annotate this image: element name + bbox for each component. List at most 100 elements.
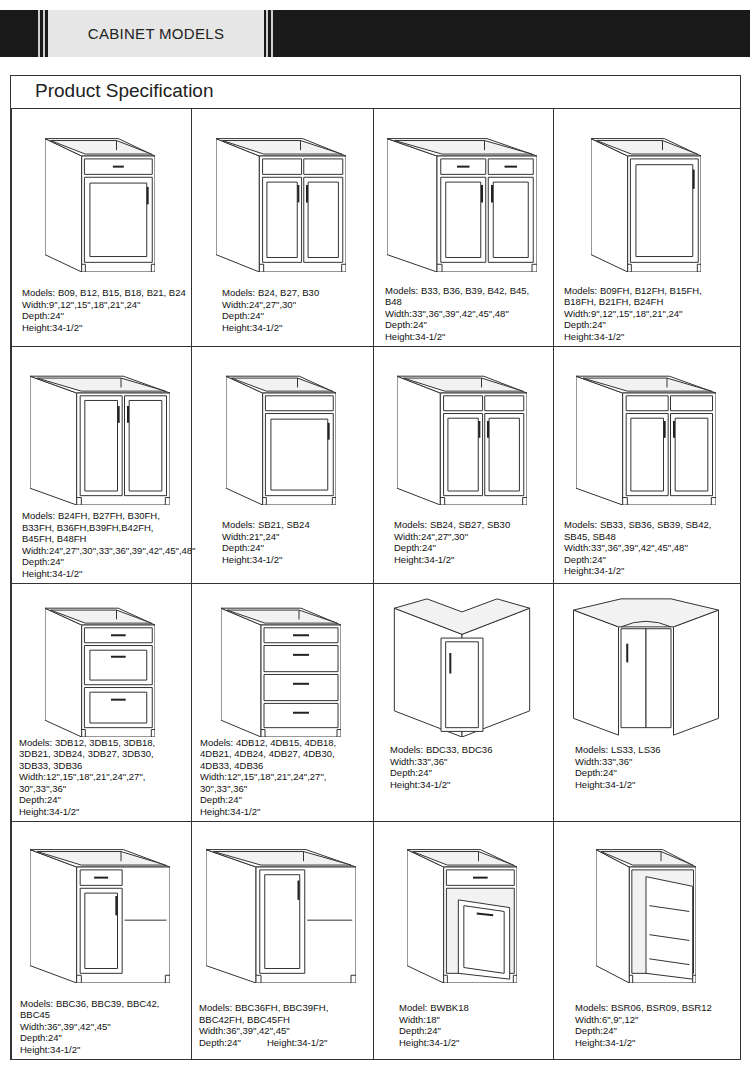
height-spec: Height:34-1/2" (22, 568, 186, 580)
cabinet-cell: Model: BWBK18Width:18"Depth:24"Height:34… (373, 821, 553, 1059)
width-spec: Width:12",15",18",21",24",27", 30",33",3… (19, 771, 186, 794)
depth-spec: Depth:24" (564, 554, 736, 566)
depth-spec: Depth:24" (199, 1037, 241, 1049)
width-spec: Width:33",36",39",42",45",48" (385, 308, 548, 320)
spec-text: Models: SB21, SB24Width:21",24"Depth:24"… (222, 519, 368, 565)
model-list: Models: BBC36, BBC39, BBC42, BBC45 (20, 998, 186, 1021)
depth-spec: Depth:24" (575, 1025, 736, 1037)
cabinet-cell: Models: 4DB12, 4DB15, 4DB18, 4DB21, 4DB2… (191, 583, 373, 821)
height-spec: Height:34-1/2" (267, 1037, 327, 1049)
spec-text: Models: B33, B36, B39, B42, B45, B48Widt… (385, 285, 548, 343)
cabinet-cell: Models: B33, B36, B39, B42, B45, B48Widt… (373, 108, 553, 346)
depth-spec: Depth:24" (222, 542, 368, 554)
model-list: Models: 3DB12, 3DB15, 3DB18, 3DB21, 3DB2… (19, 737, 186, 772)
cabinet-cell: Models: BDC33, BDC36Width:33",36"Depth:2… (373, 583, 553, 821)
height-spec: Height:34-1/2" (222, 322, 368, 334)
depth-spec: Depth:24" (575, 767, 736, 779)
width-spec: Width:21",24" (222, 531, 368, 543)
header-stripe (271, 10, 273, 57)
spec-text: Models: B24, B27, B30Width:24",27",30"De… (222, 287, 368, 333)
spec-line: Depth:24" Height:34-1/2" (199, 1037, 368, 1049)
height-spec: Height:34-1/2" (22, 322, 186, 334)
width-spec: Width:18" (399, 1014, 548, 1026)
height-spec: Height:34-1/2" (575, 1037, 736, 1049)
model-list: Models: B33, B36, B39, B42, B45, B48 (385, 285, 548, 308)
model-list: Models: SB24, SB27, SB30 (394, 519, 548, 531)
width-spec: Width:24",27",30" (394, 531, 548, 543)
spec-panel: Product SpecificationModels: B09, B12, B… (10, 75, 741, 1060)
depth-spec: Depth:24" (394, 542, 548, 554)
spec-text: Models: 4DB12, 4DB15, 4DB18, 4DB21, 4DB2… (200, 737, 368, 818)
spec-text: Models: LS33, LS36Width:33",36"Depth:24"… (575, 744, 736, 790)
cabinet-cell: Models: B24FH, B27FH, B30FH, B33FH, B36F… (11, 346, 191, 583)
spec-text: Models: BSR06, BSR09, BSR12Width:6",9",1… (575, 1002, 736, 1048)
header-stripe (266, 10, 268, 57)
depth-spec: Depth:24" (564, 319, 736, 331)
width-spec: Width:33",36" (390, 756, 548, 768)
model-list: Models: BBC36FH, BBC39FH, BBC42FH, BBC45… (199, 1002, 368, 1025)
cabinet-cell: Models: B09, B12, B15, B18, B21, B24Widt… (11, 108, 191, 346)
width-spec: Width:6",9",12" (575, 1014, 736, 1026)
width-spec: Width:12",15",18",21",24",27", 30",33",3… (200, 771, 368, 794)
model-list: Models: B24FH, B27FH, B30FH, B33FH, B36F… (22, 510, 186, 545)
height-spec: Height:34-1/2" (394, 554, 548, 566)
spec-text: Models: SB24, SB27, SB30Width:24",27",30… (394, 519, 548, 565)
depth-spec: Depth:24" (390, 767, 548, 779)
model-list: Model: BWBK18 (399, 1002, 548, 1014)
cabinet-cell: Models: BSR06, BSR09, BSR12Width:6",9",1… (553, 821, 741, 1059)
spec-text: Models: BBC36, BBC39, BBC42, BBC45Width:… (20, 998, 186, 1056)
height-spec: Height:34-1/2" (399, 1037, 548, 1049)
panel-heading: Product Specification (35, 80, 214, 102)
spec-text: Models: 3DB12, 3DB15, 3DB18, 3DB21, 3DB2… (19, 737, 186, 818)
height-spec: Height:34-1/2" (222, 554, 368, 566)
depth-spec: Depth:24" (385, 319, 548, 331)
spec-text: Models: BBC36FH, BBC39FH, BBC42FH, BBC45… (199, 1002, 368, 1048)
depth-spec: Depth:24" (222, 310, 368, 322)
width-spec: Width:9",12",15",18",21",24" (564, 308, 736, 320)
height-spec: Height:34-1/2" (564, 565, 736, 577)
height-spec: Height:34-1/2" (19, 806, 186, 818)
cabinet-cell: Models: B24, B27, B30Width:24",27",30"De… (191, 108, 373, 346)
cabinet-cell: Models: BBC36, BBC39, BBC42, BBC45Width:… (11, 821, 191, 1059)
model-list: Models: BDC33, BDC36 (390, 744, 548, 756)
depth-spec: Depth:24" (22, 310, 186, 322)
spec-text: Models: B24FH, B27FH, B30FH, B33FH, B36F… (22, 510, 186, 579)
width-spec: Width:33",36",39",42",45",48" (564, 542, 736, 554)
model-list: Models: 4DB12, 4DB15, 4DB18, 4DB21, 4DB2… (200, 737, 368, 772)
header-stripe (38, 10, 40, 57)
cabinet-cell: Models: SB24, SB27, SB30Width:24",27",30… (373, 346, 553, 583)
depth-spec: Depth:24" (19, 794, 186, 806)
page-title: CABINET MODELS (88, 25, 224, 42)
width-spec: Width:36",39",42",45" (199, 1025, 368, 1037)
width-spec: Width:36",39",42",45" (20, 1021, 186, 1033)
cabinet-cell: Models: SB21, SB24Width:21",24"Depth:24"… (191, 346, 373, 583)
spec-text: Model: BWBK18Width:18"Depth:24"Height:34… (399, 1002, 548, 1048)
height-spec: Height:34-1/2" (385, 331, 548, 343)
spec-text: Models: B09FH, B12FH, B15FH, B18FH, B21F… (564, 285, 736, 343)
model-list: Models: B09, B12, B15, B18, B21, B24 (22, 287, 186, 299)
spec-text: Models: SB33, SB36, SB39, SB42, SB45, SB… (564, 519, 736, 577)
depth-spec: Depth:24" (200, 794, 368, 806)
model-list: Models: SB33, SB36, SB39, SB42, SB45, SB… (564, 519, 736, 542)
height-spec: Height:34-1/2" (20, 1044, 186, 1056)
model-list: Models: BSR06, BSR09, BSR12 (575, 1002, 736, 1014)
model-list: Models: LS33, LS36 (575, 744, 736, 756)
height-spec: Height:34-1/2" (564, 331, 736, 343)
height-spec: Height:34-1/2" (575, 779, 736, 791)
width-spec: Width:33",36" (575, 756, 736, 768)
depth-spec: Depth:24" (22, 556, 186, 568)
model-list: Models: B09FH, B12FH, B15FH, B18FH, B21F… (564, 285, 736, 308)
depth-spec: Depth:24" (20, 1032, 186, 1044)
spec-text: Models: BDC33, BDC36Width:33",36"Depth:2… (390, 744, 548, 790)
model-list: Models: B24, B27, B30 (222, 287, 368, 299)
spec-text: Models: B09, B12, B15, B18, B21, B24Widt… (22, 287, 186, 333)
height-spec: Height:34-1/2" (390, 779, 548, 791)
height-spec: Height:34-1/2" (200, 806, 368, 818)
width-spec: Width:24",27",30",33",36",39",42",45",48… (22, 545, 186, 557)
width-spec: Width:24",27",30" (222, 299, 368, 311)
header-tab: CABINET MODELS (48, 10, 264, 57)
cabinet-cell: Models: B09FH, B12FH, B15FH, B18FH, B21F… (553, 108, 741, 346)
cabinet-cell: Models: 3DB12, 3DB15, 3DB18, 3DB21, 3DB2… (11, 583, 191, 821)
depth-spec: Depth:24" (399, 1025, 548, 1037)
